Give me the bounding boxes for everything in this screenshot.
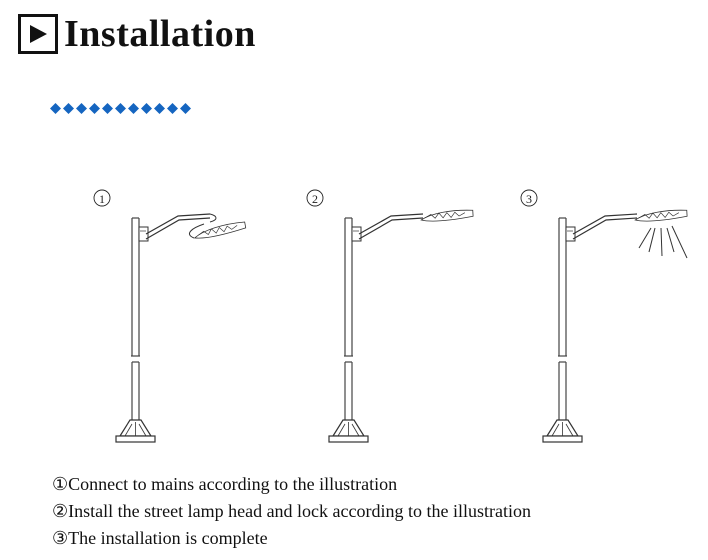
installation-illustrations: 1 2 3 xyxy=(93,189,688,443)
step-1-caption: ①Connect to mains according to the illus… xyxy=(52,474,398,494)
diamond-icon xyxy=(76,103,87,114)
diamond-icon xyxy=(128,103,139,114)
step-3-caption: ③The installation is complete xyxy=(52,528,268,548)
diamond-icon xyxy=(167,103,178,114)
diamond-icon xyxy=(63,103,74,114)
diamond-icon xyxy=(115,103,126,114)
section-header: Installation xyxy=(18,11,256,57)
svg-text:2: 2 xyxy=(312,192,318,206)
svg-text:3: 3 xyxy=(526,192,532,206)
step-2-illustration: 2 xyxy=(306,189,474,443)
diamond-icon xyxy=(102,103,113,114)
diamond-icon xyxy=(180,103,191,114)
diamond-icon xyxy=(154,103,165,114)
diamond-icon xyxy=(89,103,100,114)
diamond-divider xyxy=(50,103,191,114)
svg-text:1: 1 xyxy=(99,192,105,206)
page-title: Installation xyxy=(64,13,256,55)
diamond-icon xyxy=(50,103,61,114)
diamond-icon xyxy=(141,103,152,114)
step-2-caption: ②Install the street lamp head and lock a… xyxy=(52,501,531,521)
step-1-illustration: 1 xyxy=(93,189,247,443)
play-icon xyxy=(18,14,58,54)
step-3-illustration: 3 xyxy=(520,189,688,443)
